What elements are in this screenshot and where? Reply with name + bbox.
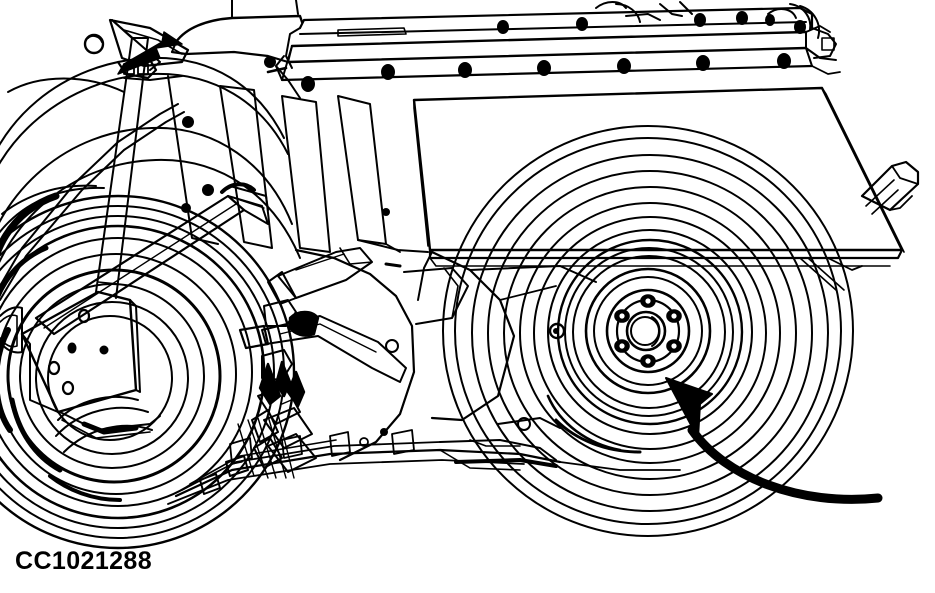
hitch-pin-bolt [83, 33, 105, 55]
brake-backing-bolt [548, 322, 566, 340]
rail-bolts-upper [497, 11, 806, 34]
rear-wheel-assembly [442, 125, 854, 537]
rail-end-hardware [595, 1, 841, 75]
rear-rim [584, 267, 712, 395]
hub-cap [625, 310, 667, 352]
figure-caption: CC1021288 [15, 547, 153, 575]
mounting-bracket-plate [20, 290, 161, 439]
center-linkage-assembly [167, 56, 597, 479]
wheel-hub-callout-arrow [665, 377, 883, 504]
rear-tire-rings [442, 125, 854, 537]
hub-flange [605, 288, 691, 374]
upper-left-callout-arrow [117, 31, 183, 75]
lower-left-hardware [199, 455, 249, 495]
upper-diagonal-arm [0, 103, 185, 301]
panel-edge-fitting [860, 160, 920, 215]
front-tire-rings [0, 194, 296, 550]
lower-frame-rail [167, 417, 681, 505]
front-wheel-assembly [0, 56, 301, 550]
rail-bolts-lower [301, 53, 791, 92]
